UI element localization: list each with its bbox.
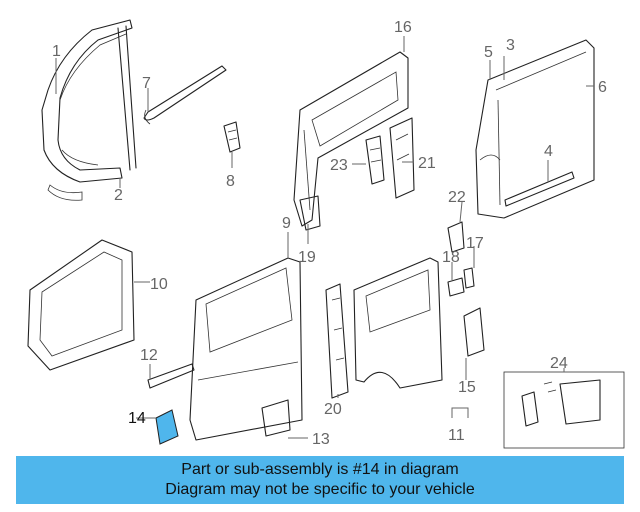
part-20-reinforcement — [325, 283, 349, 399]
part-18-clip — [447, 277, 465, 297]
part-23-bracket — [365, 135, 385, 185]
parts-diagram: 1 2 3 4 5 6 7 8 9 10 11 12 13 14 15 16 1… — [27, 19, 625, 449]
part-12-sill — [147, 363, 195, 389]
callout-8: 8 — [226, 173, 235, 190]
part-10-door-panel — [27, 239, 135, 371]
part-14-highlighted — [155, 409, 179, 445]
callout-22: 22 — [448, 189, 466, 206]
callout-5: 5 — [484, 44, 493, 61]
lead-lines — [55, 36, 594, 439]
callout-20: 20 — [324, 401, 342, 418]
callout-18: 18 — [442, 249, 460, 266]
callout-21: 21 — [418, 155, 436, 172]
callout-12: 12 — [140, 347, 158, 364]
banner-line-1: Part or sub-assembly is #14 in diagram — [181, 461, 459, 478]
callout-17: 17 — [466, 235, 484, 252]
callout-24: 24 — [550, 355, 568, 372]
callout-7: 7 — [142, 75, 151, 92]
callout-2: 2 — [114, 187, 123, 204]
part-7-strip — [143, 65, 227, 125]
callout-3: 3 — [506, 37, 515, 54]
callout-23: 23 — [330, 157, 348, 174]
callout-6: 6 — [598, 79, 607, 96]
callout-15: 15 — [458, 379, 476, 396]
callout-16: 16 — [394, 19, 412, 36]
banner-line-2: Diagram may not be specific to your vehi… — [165, 481, 475, 498]
part-3-rear-frame — [475, 39, 595, 219]
info-banner: Part or sub-assembly is #14 in diagram D… — [16, 456, 624, 504]
part-11-quarter-panel — [353, 257, 443, 389]
callout-13: 13 — [312, 431, 330, 448]
callout-9: 9 — [282, 215, 291, 232]
part-22-bracket — [447, 221, 465, 253]
callout-1: 1 — [52, 43, 61, 60]
part-24-kit-box — [503, 371, 625, 449]
callout-14: 14 — [128, 410, 146, 427]
part-1-front-pillar — [41, 19, 137, 201]
part-17-clip — [463, 267, 475, 289]
callout-4: 4 — [544, 143, 553, 160]
part-13-patch — [261, 399, 291, 437]
callout-10: 10 — [150, 276, 168, 293]
part-16-center-pillar — [293, 51, 409, 231]
callout-19: 19 — [298, 249, 316, 266]
part-9-sliding-door — [189, 257, 303, 441]
part-15-bracket — [463, 307, 485, 357]
part-21-bracket — [389, 117, 415, 199]
callout-11: 11 — [448, 427, 465, 444]
part-8-bracket — [223, 121, 241, 153]
